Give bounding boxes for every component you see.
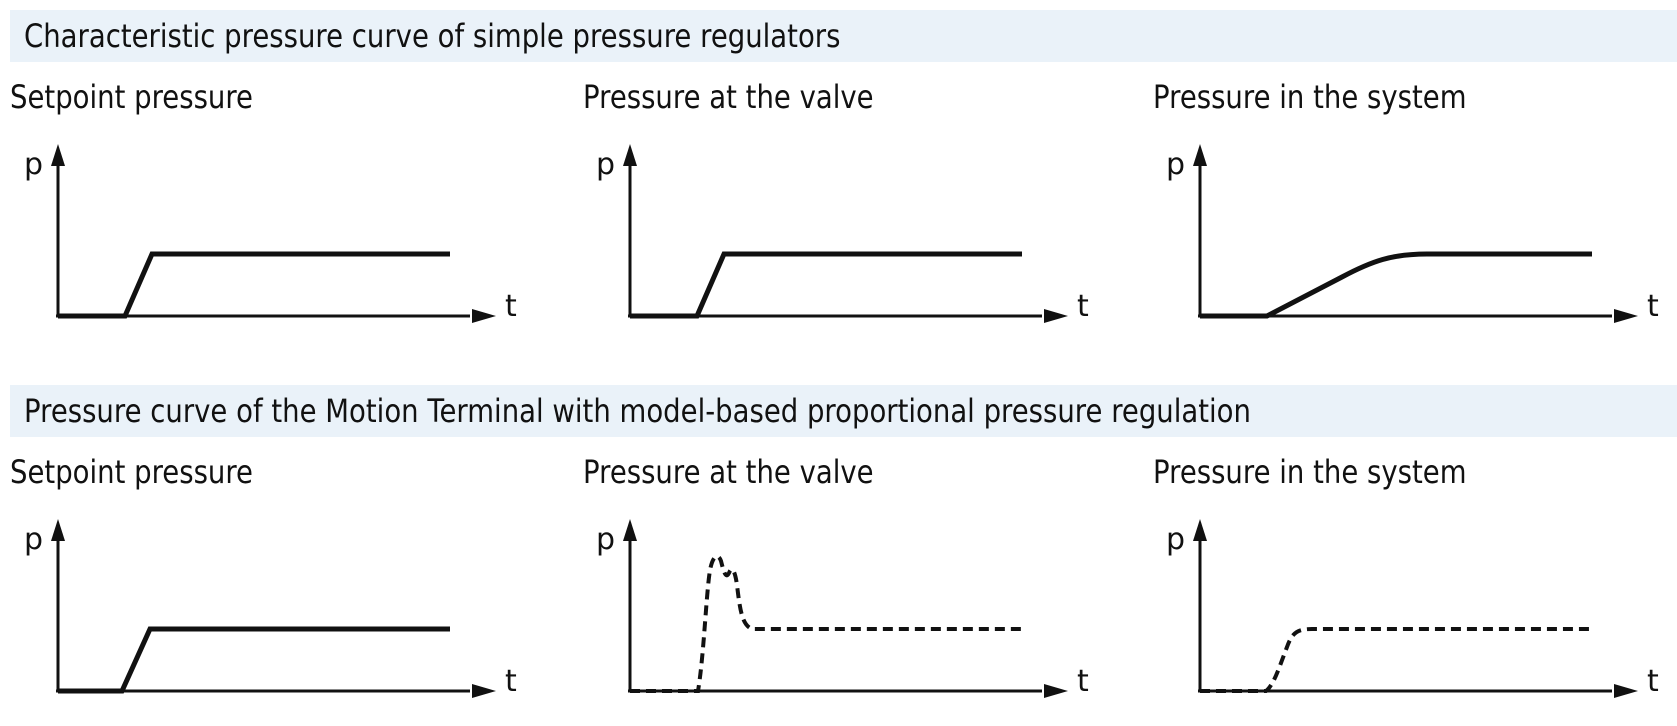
panel-title-valve: Pressure at the valve (583, 453, 874, 491)
x-axis-label: t (1077, 664, 1089, 699)
panel-title-valve: Pressure at the valve (583, 78, 874, 116)
y-axis-label: p (1166, 522, 1185, 557)
x-axis-arrow-icon (1614, 684, 1638, 698)
y-axis-label: p (24, 147, 43, 182)
plot-setpoint-simple: p t (24, 144, 517, 324)
y-axis-label: p (24, 522, 43, 557)
x-axis-label: t (505, 289, 517, 324)
plot-valve-motion: p t (596, 519, 1089, 699)
plot-system-simple: p t (1166, 144, 1659, 324)
x-axis-arrow-icon (1614, 309, 1638, 323)
plot-valve-simple: p t (596, 144, 1089, 324)
curve-overshoot (630, 554, 1022, 693)
x-axis-label: t (505, 664, 517, 699)
section-title: Characteristic pressure curve of simple … (24, 17, 841, 55)
panel-title-system: Pressure in the system (1153, 78, 1467, 116)
y-axis-label: p (596, 522, 615, 557)
section-header-motion-terminal: Pressure curve of the Motion Terminal wi… (10, 385, 1677, 437)
panel-title-system: Pressure in the system (1153, 453, 1467, 491)
plot-setpoint-motion: p t (24, 519, 517, 699)
y-axis-arrow-icon (51, 519, 65, 541)
x-axis-arrow-icon (472, 684, 496, 698)
y-axis-arrow-icon (1193, 144, 1207, 166)
panel-title-setpoint: Setpoint pressure (10, 78, 253, 116)
curve-ramp-soft (1200, 627, 1592, 693)
x-axis-label: t (1647, 289, 1659, 324)
y-axis-label: p (1166, 147, 1185, 182)
section-title: Pressure curve of the Motion Terminal wi… (24, 392, 1251, 430)
x-axis-arrow-icon (1044, 309, 1068, 323)
panel-title-setpoint: Setpoint pressure (10, 453, 253, 491)
x-axis-label: t (1647, 664, 1659, 699)
y-axis-arrow-icon (623, 144, 637, 166)
section-header-simple-regulators: Characteristic pressure curve of simple … (10, 10, 1677, 62)
y-axis-arrow-icon (623, 519, 637, 541)
x-axis-arrow-icon (1044, 684, 1068, 698)
y-axis-label: p (596, 147, 615, 182)
y-axis-arrow-icon (51, 144, 65, 166)
plot-system-motion: p t (1166, 519, 1659, 699)
curve-ramp (58, 626, 450, 694)
curve-ramp (58, 251, 450, 319)
y-axis-arrow-icon (1193, 519, 1207, 541)
curve-slow-rise (1200, 251, 1592, 319)
x-axis-arrow-icon (472, 309, 496, 323)
x-axis-label: t (1077, 289, 1089, 324)
curve-ramp (630, 251, 1022, 319)
